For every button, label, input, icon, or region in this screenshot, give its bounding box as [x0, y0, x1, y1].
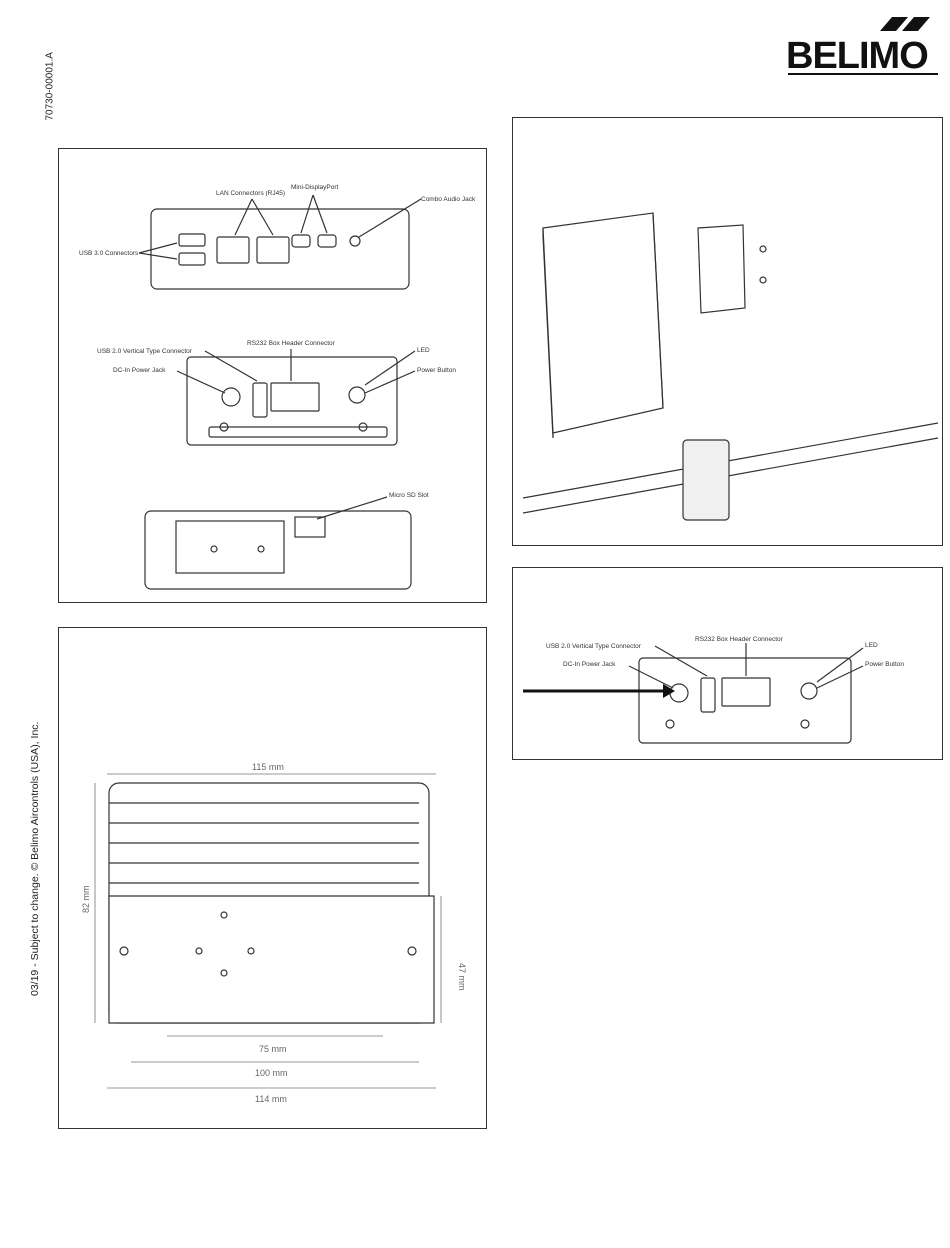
copyright-footer: 03/19 - Subject to change. © Belimo Airc… [25, 722, 45, 1000]
minidp-port-2 [317, 234, 337, 248]
label-dcin: DC-In Power Jack [113, 367, 166, 374]
back-view-outline [186, 356, 398, 446]
dim-width-115: 115 mm [252, 762, 284, 772]
label-dcin: DC-In Power Jack [563, 661, 616, 668]
bottom-view-outline [144, 510, 412, 590]
dim-width-114: 114 mm [255, 1094, 287, 1104]
label-lan: LAN Connectors (RJ45) [216, 190, 285, 197]
label-minidp: Mini-DisplayPort [291, 184, 339, 191]
micro-sd-slot [294, 516, 326, 538]
dimensions-panel: 115 mm 82 mm 47 mm 75 mm 100 mm 114 mm [58, 627, 487, 1129]
lan-port-1 [216, 236, 250, 264]
ports-panel: USB 3.0 Connectors LAN Connectors (RJ45)… [58, 148, 487, 603]
minidp-port-1 [291, 234, 311, 248]
label-rs232: RS232 Box Header Connector [695, 636, 784, 643]
din-rail-bottom [522, 437, 939, 514]
document-code: 70730-00001.A [40, 45, 60, 125]
arrow-head [663, 684, 675, 698]
lan-port-2 [256, 236, 290, 264]
back-view-outline [638, 657, 852, 744]
mounting-panel [512, 117, 943, 546]
label-rs232: RS232 Box Header Connector [247, 340, 336, 347]
usb30-port-1 [178, 233, 206, 247]
label-usb20: USB 2.0 Vertical Type Connector [97, 348, 193, 355]
belimo-logo: BELIMO [782, 15, 942, 77]
label-led: LED [417, 347, 430, 354]
document-code-text: 70730-00001.A [44, 52, 56, 121]
dimensions-diagram: 115 mm 82 mm 47 mm 75 mm 100 mm 114 mm [81, 762, 467, 1104]
dim-width-75: 75 mm [259, 1044, 287, 1054]
ports-diagram [138, 194, 422, 590]
usb20-port [252, 382, 268, 418]
dim-height-47: 47 mm [457, 963, 467, 991]
din-rail-top [522, 422, 939, 499]
rs232-header [270, 382, 320, 412]
audio-jack [349, 235, 361, 247]
power-panel: USB 2.0 Vertical Type Connector RS232 Bo… [512, 567, 943, 760]
usb20-port [700, 677, 716, 713]
dim-height-82: 82 mm [81, 885, 91, 913]
front-view-outline [150, 208, 410, 290]
copyright-text: 03/19 - Subject to change. © Belimo Airc… [29, 721, 41, 996]
label-usb30: USB 3.0 Connectors [79, 250, 139, 257]
label-audio: Combo Audio Jack [421, 196, 476, 203]
power-button [800, 682, 818, 700]
dim-width-100: 100 mm [255, 1068, 288, 1078]
label-microsd: Micro SD Slot [389, 492, 429, 499]
label-power: Power Button [417, 367, 456, 374]
power-button [348, 386, 366, 404]
dc-in-jack [221, 387, 241, 407]
mounted-device [682, 439, 730, 521]
dc-in-jack [669, 683, 689, 703]
power-diagram: USB 2.0 Vertical Type Connector RS232 Bo… [523, 636, 904, 744]
mounting-diagram [522, 212, 939, 521]
usb30-port-2 [178, 252, 206, 266]
label-led: LED [865, 642, 878, 649]
bottom-plate [175, 520, 285, 574]
bracket [697, 224, 746, 314]
rs232-header [721, 677, 771, 707]
logo-wordmark: BELIMO [786, 35, 929, 77]
label-usb20: USB 2.0 Vertical Type Connector [546, 643, 642, 650]
logo-underline [788, 73, 938, 75]
mounting-plate [108, 895, 435, 1024]
ports-labels: USB 3.0 Connectors LAN Connectors (RJ45)… [79, 184, 476, 499]
logo-slashes [880, 17, 930, 31]
label-power: Power Button [865, 661, 904, 668]
